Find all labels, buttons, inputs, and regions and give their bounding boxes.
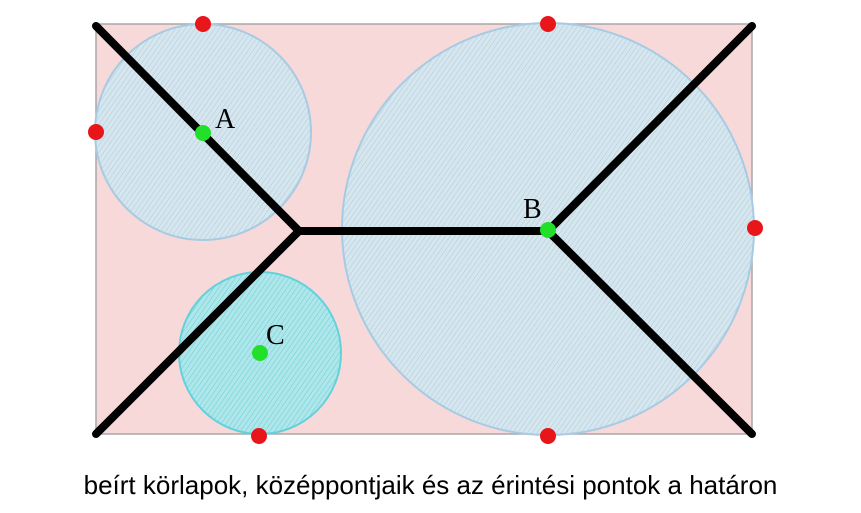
- touch-point-b-top: [540, 16, 556, 32]
- touch-point-b-bottom: [540, 428, 556, 444]
- label-a: A: [215, 104, 236, 135]
- medial-axis-diagram: A B C: [88, 16, 763, 444]
- touch-point-a-left: [88, 124, 104, 140]
- touch-points: [88, 16, 763, 444]
- center-point-a: [195, 125, 211, 141]
- label-c: C: [266, 320, 285, 351]
- touch-point-b-right: [747, 220, 763, 236]
- label-b: B: [523, 194, 542, 225]
- center-point-c: [252, 345, 268, 361]
- caption: beírt körlapok, középpontjaik és az érin…: [83, 470, 778, 500]
- touch-point-a-top: [195, 16, 211, 32]
- center-point-b: [540, 222, 556, 238]
- touch-point-c-bottom: [251, 428, 267, 444]
- disk-centers: [195, 125, 556, 361]
